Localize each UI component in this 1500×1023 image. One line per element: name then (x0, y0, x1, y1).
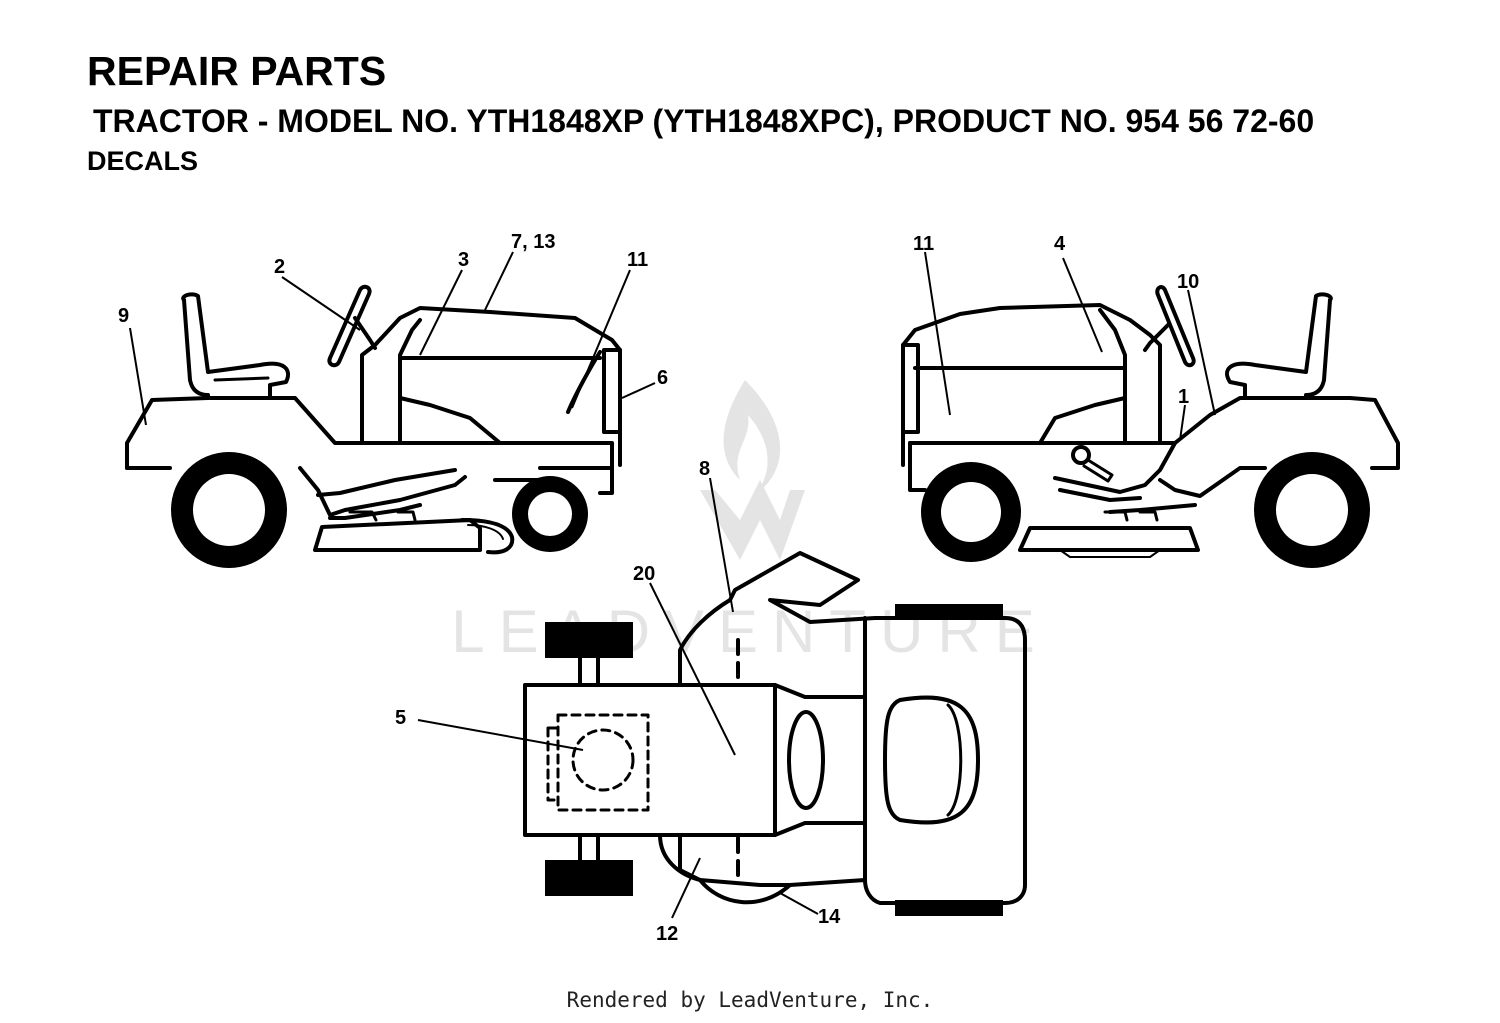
page-subtitle: TRACTOR - MODEL NO. YTH1848XP (YTH1848XP… (93, 103, 1315, 139)
top-view-leaders (417, 477, 819, 919)
page-header: REPAIR PARTS TRACTOR - MODEL NO. YTH1848… (0, 0, 1500, 190)
callout-14: 14 (818, 906, 841, 928)
callout-11-right: 11 (913, 233, 934, 255)
left-view-leaders (129, 251, 656, 426)
callout-10: 10 (1177, 271, 1199, 293)
callout-4: 4 (1054, 233, 1066, 255)
callout-12: 12 (656, 923, 678, 945)
callout-20: 20 (633, 563, 655, 585)
callout-11: 11 (627, 249, 648, 271)
callout-5: 5 (395, 707, 406, 729)
top-view-callouts: 8 20 5 12 14 (395, 458, 841, 945)
left-view-callouts: 9 2 3 7, 13 11 6 (118, 231, 668, 389)
callout-7-13: 7, 13 (511, 231, 555, 253)
callout-8: 8 (699, 458, 710, 480)
footer-credit: Rendered by LeadVenture, Inc. (566, 988, 934, 1012)
callout-9: 9 (118, 305, 129, 327)
callout-1: 1 (1178, 386, 1189, 408)
tractor-right-view (901, 285, 1400, 568)
section-title: DECALS (87, 146, 199, 176)
callout-6: 6 (657, 367, 668, 389)
right-view-leaders (924, 251, 1216, 441)
callout-2: 2 (274, 256, 285, 278)
right-view-callouts: 11 4 10 1 (913, 233, 1199, 408)
tractor-left-view (125, 284, 622, 568)
page-title: REPAIR PARTS (87, 48, 387, 94)
callout-3: 3 (458, 249, 469, 271)
